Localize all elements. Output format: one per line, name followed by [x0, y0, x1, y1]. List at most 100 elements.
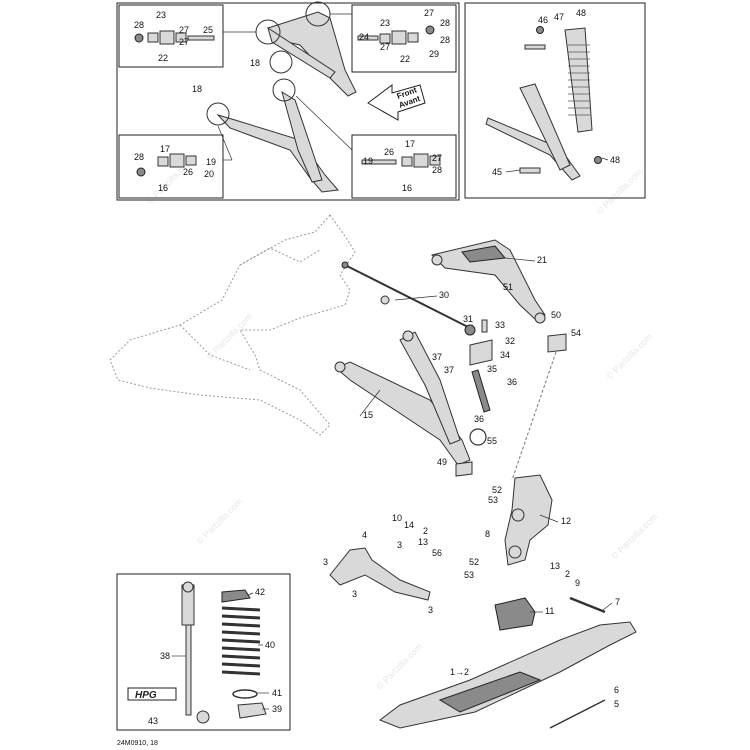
callout-31: 31	[463, 314, 473, 324]
callout-28: 28	[134, 152, 144, 162]
callout-1-to-2: 1→2	[450, 667, 469, 677]
callout-8: 8	[485, 529, 490, 539]
callout-41: 41	[272, 688, 282, 698]
callout-3: 3	[323, 557, 328, 567]
lower-front-inset-box	[118, 134, 224, 199]
lower-a-arm	[334, 330, 471, 466]
callout-48: 48	[610, 155, 620, 165]
callout-34: 34	[500, 350, 510, 360]
callout-49: 49	[437, 457, 447, 467]
watermark-text: © Partzilla.com	[604, 331, 654, 381]
callout-25: 25	[203, 25, 213, 35]
callout-36: 36	[474, 414, 484, 424]
callout-53: 53	[488, 495, 498, 505]
callout-30: 30	[439, 290, 449, 300]
callout-23: 23	[380, 18, 390, 28]
callout-27: 27	[380, 42, 390, 52]
callout-27: 27	[432, 153, 442, 163]
watermark-text: © Partzilla.com	[374, 641, 424, 691]
callout-51: 51	[503, 282, 513, 292]
callout-14: 14	[404, 520, 414, 530]
callout-36: 36	[507, 377, 517, 387]
callout-56: 56	[432, 548, 442, 558]
callout-40: 40	[265, 640, 275, 650]
callout-16: 16	[158, 183, 168, 193]
callout-52: 52	[492, 485, 502, 495]
callout-47: 47	[554, 12, 564, 22]
ring-41	[232, 689, 258, 699]
callout-3: 3	[428, 605, 433, 615]
ski-leg	[494, 597, 536, 631]
shock-kit-box	[116, 573, 291, 731]
callout-13: 13	[418, 537, 428, 547]
watermark-text: © Partzilla.com	[594, 166, 644, 216]
hpg-logo-text: HPG	[135, 690, 157, 701]
upper-rear-inset-box	[351, 4, 457, 73]
spindle-axis-line	[511, 351, 557, 481]
callout-23: 23	[156, 10, 166, 20]
callout-42: 42	[255, 587, 265, 597]
shock-detail-box	[464, 2, 646, 199]
callout-26: 26	[384, 147, 394, 157]
callout-38: 38	[160, 651, 170, 661]
watermark-text: © Partzilla.com	[204, 311, 254, 361]
callout-19: 19	[206, 157, 216, 167]
callout-17: 17	[160, 144, 170, 154]
callout-5: 5	[614, 699, 619, 709]
stabilizer-link	[329, 547, 431, 601]
callout-33: 33	[495, 320, 505, 330]
callout-9: 9	[575, 578, 580, 588]
callout-28: 28	[134, 20, 144, 30]
callout-18: 18	[250, 58, 260, 68]
upper-a-arm	[431, 239, 546, 324]
callout-2: 2	[565, 569, 570, 579]
callout-16: 16	[402, 183, 412, 193]
front-direction-arrow: Front Avant	[367, 84, 426, 121]
hpg-logo: HPG	[127, 687, 177, 701]
callout-39: 39	[272, 704, 282, 714]
upper-a-arm-illustration	[255, 1, 357, 97]
callout-54: 54	[571, 328, 581, 338]
callout-28: 28	[432, 165, 442, 175]
figure-code: 24M0910, 18	[117, 740, 158, 747]
spring-40	[221, 606, 261, 676]
callout-32: 32	[505, 336, 515, 346]
watermark-text: © Partzilla.com	[609, 511, 659, 561]
callout-45: 45	[492, 167, 502, 177]
callout-15: 15	[363, 410, 373, 420]
callout-35: 35	[487, 364, 497, 374]
callout-numbers: 28 23 27 27 25 22 23 27 28 24 27 28 29 2…	[134, 8, 620, 726]
callout-19: 19	[363, 156, 373, 166]
tie-rod	[341, 261, 476, 336]
callout-2: 2	[423, 526, 428, 536]
callout-4: 4	[362, 530, 367, 540]
callout-3: 3	[352, 589, 357, 599]
callout-46: 46	[538, 15, 548, 25]
callout-28: 28	[440, 35, 450, 45]
shock-assembly-illustration	[485, 26, 602, 181]
chassis-outline	[109, 214, 356, 436]
upper-ball-joint	[547, 333, 567, 353]
lower-rear-inset-box	[351, 134, 457, 199]
ski	[378, 621, 637, 729]
spindle	[504, 474, 553, 566]
callout-27: 27	[179, 37, 189, 47]
callout-26: 26	[183, 167, 193, 177]
callout-53: 53	[464, 570, 474, 580]
callout-55: 55	[487, 436, 497, 446]
watermarks: © Partzilla.com © Partzilla.com © Partzi…	[144, 156, 659, 691]
callout-17: 17	[405, 139, 415, 149]
upper-front-inset-box	[118, 4, 224, 68]
lower-a-arm-illustration	[206, 78, 339, 193]
shock-absorber-38	[181, 581, 210, 724]
callout-48: 48	[576, 8, 586, 18]
shock-bracket	[469, 319, 493, 413]
watermark-text: © Partzilla.com	[194, 496, 244, 546]
callout-27: 27	[424, 8, 434, 18]
ball-joint-ring	[469, 428, 487, 446]
callout-24: 24	[359, 32, 369, 42]
callout-12: 12	[561, 516, 571, 526]
callout-13: 13	[550, 561, 560, 571]
callout-21: 21	[537, 255, 547, 265]
callout-20: 20	[204, 169, 214, 179]
